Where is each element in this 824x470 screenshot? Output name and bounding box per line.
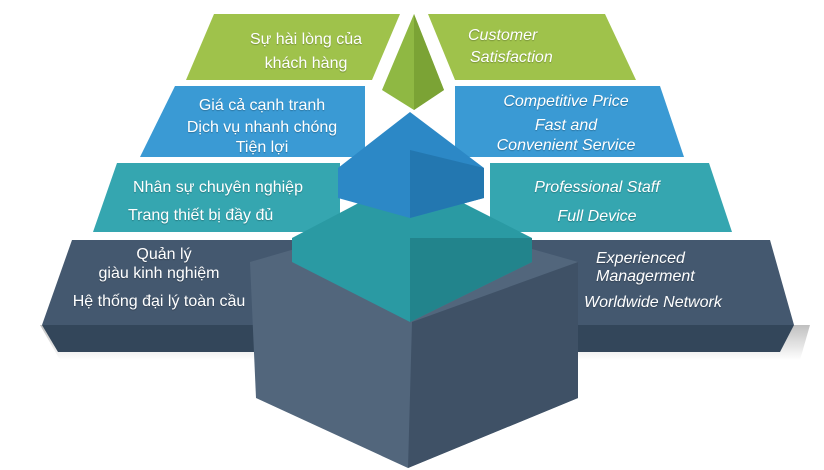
tier-1-left-line-2: khách hàng bbox=[264, 55, 348, 72]
tier-1-left-label: Sự hài lòng của khách hàng bbox=[226, 30, 386, 74]
tier-2-left-label: Giá cả cạnh tranh Dịch vụ nhanh chóng Ti… bbox=[172, 96, 352, 158]
tier-3-left-panel bbox=[93, 163, 340, 232]
tier-2-right-line-3: Convenient Service bbox=[496, 137, 636, 154]
core-blue-right-face bbox=[410, 150, 484, 218]
tier-3-right-label: Professional Staff Full Device bbox=[512, 178, 682, 227]
tier-2-left-line-2: Dịch vụ nhanh chóng bbox=[186, 119, 338, 136]
tier-4-right-label: Experienced Managerment Worldwide Networ… bbox=[572, 249, 748, 313]
tier-4-left-line-1: Quản lý bbox=[136, 246, 192, 263]
tier-2-right-panel bbox=[455, 86, 684, 157]
tier-3-left-line-1: Nhân sự chuyên nghiệp bbox=[133, 179, 303, 196]
tier-1-right-line-1: Customer bbox=[468, 27, 538, 44]
tier-2-left-line-1: Giá cả cạnh tranh bbox=[198, 97, 326, 114]
tier-1-right-panel bbox=[428, 14, 636, 80]
tier-3-left-label: Nhân sự chuyên nghiệp Trang thiết bị đầy… bbox=[118, 178, 318, 226]
tier-2-right-label: Competitive Price Fast and Convenient Se… bbox=[476, 92, 656, 156]
tier-2-left-line-3: Tiện lợi bbox=[235, 139, 289, 156]
tier-1-left-line-1: Sự hài lòng của bbox=[249, 31, 363, 48]
tier-3-right-panel bbox=[490, 163, 732, 232]
tier-2-right-line-1: Competitive Price bbox=[503, 93, 629, 110]
tier-2-right-line-2: Fast and bbox=[534, 117, 598, 134]
tier-4-right-line-3: Worldwide Network bbox=[584, 294, 722, 311]
tier-4-right-line-2: Managerment bbox=[596, 268, 695, 285]
tier-4-left-line-2: giàu kinh nghiệm bbox=[98, 265, 220, 282]
tier-3-right-line-2: Full Device bbox=[557, 208, 637, 225]
tier-1-left-panel bbox=[186, 14, 400, 80]
tier-1-right-line-2: Satisfaction bbox=[470, 49, 553, 66]
tier-3-left-line-2: Trang thiết bị đầy đủ bbox=[128, 207, 274, 224]
core-bottom-slate-right-face bbox=[408, 262, 578, 468]
tier-3-right-line-1: Professional Staff bbox=[534, 179, 660, 196]
tier-2-left-panel bbox=[140, 86, 365, 157]
tier-4-left-line-3: Hệ thống đại lý toàn cầu bbox=[72, 293, 246, 310]
tier-4-left-label: Quản lý giàu kinh nghiệm Hệ thống đại lý… bbox=[56, 245, 262, 312]
core-teal-right-face bbox=[410, 238, 532, 322]
core-top-green-right-face bbox=[414, 14, 444, 110]
tier-1-right-label: Customer Satisfaction bbox=[448, 26, 572, 68]
tier-4-right-line-1: Experienced bbox=[596, 250, 685, 267]
